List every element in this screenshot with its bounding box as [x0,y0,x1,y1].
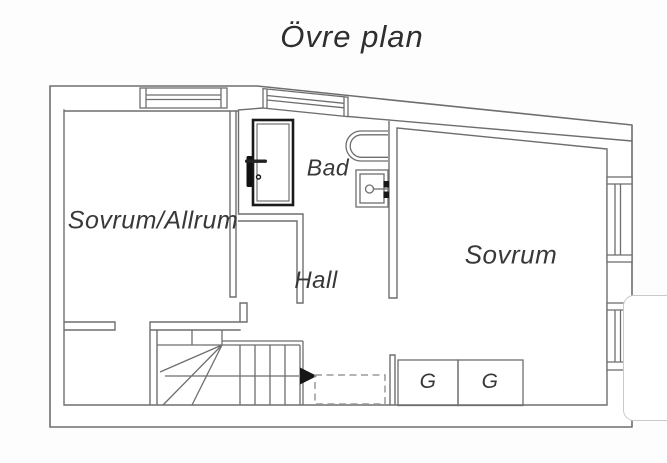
direction-arrow-icon [300,367,317,385]
room-label-bedroom-living: Sovrum/Allrum [67,206,239,235]
page-title: Övre plan [280,19,424,54]
wardrobe-boxes [397,359,524,407]
room-label-hall: Hall [294,267,338,294]
door-icon [245,118,295,207]
wardrobe-label-right: G [481,370,499,393]
sink-icon [355,169,389,208]
bathtub-icon [345,130,388,162]
room-label-bathroom: Bad [306,154,350,181]
stairs-dashed-landing [314,374,386,405]
side-panel-card[interactable] [623,295,667,421]
room-label-bedroom: Sovrum [464,239,558,270]
wardrobe-label-left: G [419,370,437,393]
outer-walls [49,85,633,428]
interior-walls [63,107,633,406]
